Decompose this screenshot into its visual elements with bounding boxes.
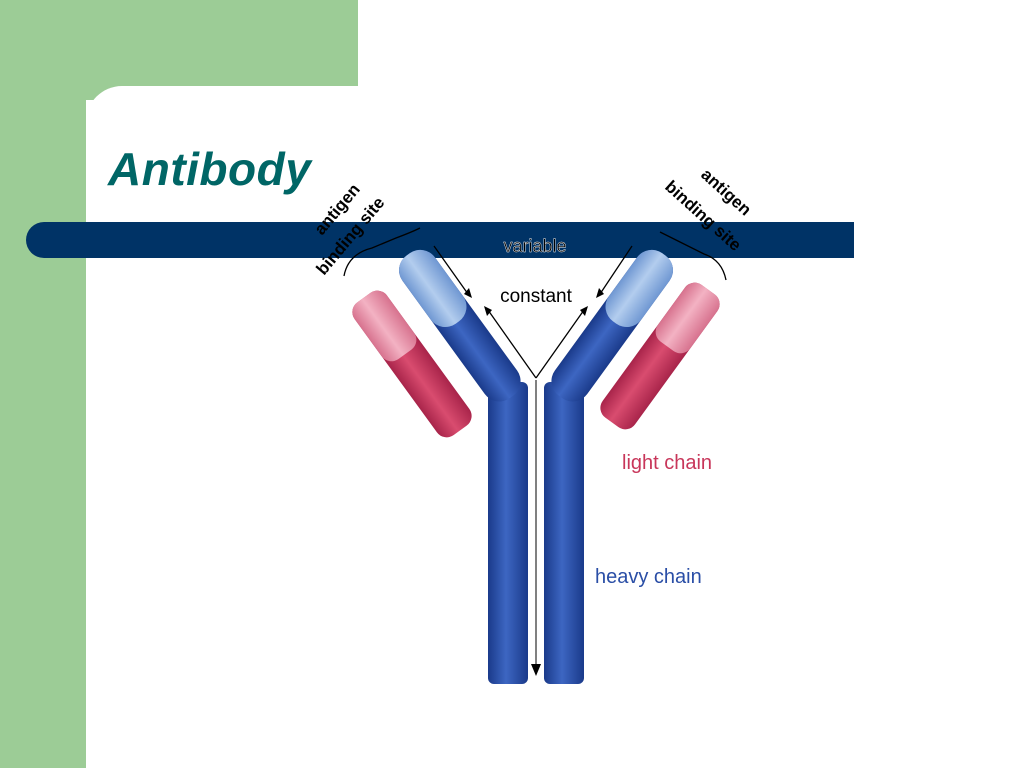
heavy-chain-left <box>399 249 528 684</box>
label-constant: constant <box>500 286 573 307</box>
center-arrow-head <box>531 664 541 676</box>
label-light-chain: light chain <box>622 452 712 474</box>
title-divider-bar <box>26 222 854 258</box>
label-heavy-chain: heavy chain <box>595 566 702 588</box>
binding-site-bracket-right <box>659 231 727 281</box>
light-chain-left <box>352 290 472 438</box>
light-chain-right <box>600 282 720 430</box>
slide-title: Antibody <box>108 143 312 195</box>
heavy-chain-right <box>544 249 673 684</box>
label-variable: variable <box>503 236 566 256</box>
binding-site-bracket-left <box>343 227 421 277</box>
green-panel-left <box>0 0 86 768</box>
constant-arrow-heads <box>464 288 604 316</box>
constant-arrows <box>433 245 633 379</box>
